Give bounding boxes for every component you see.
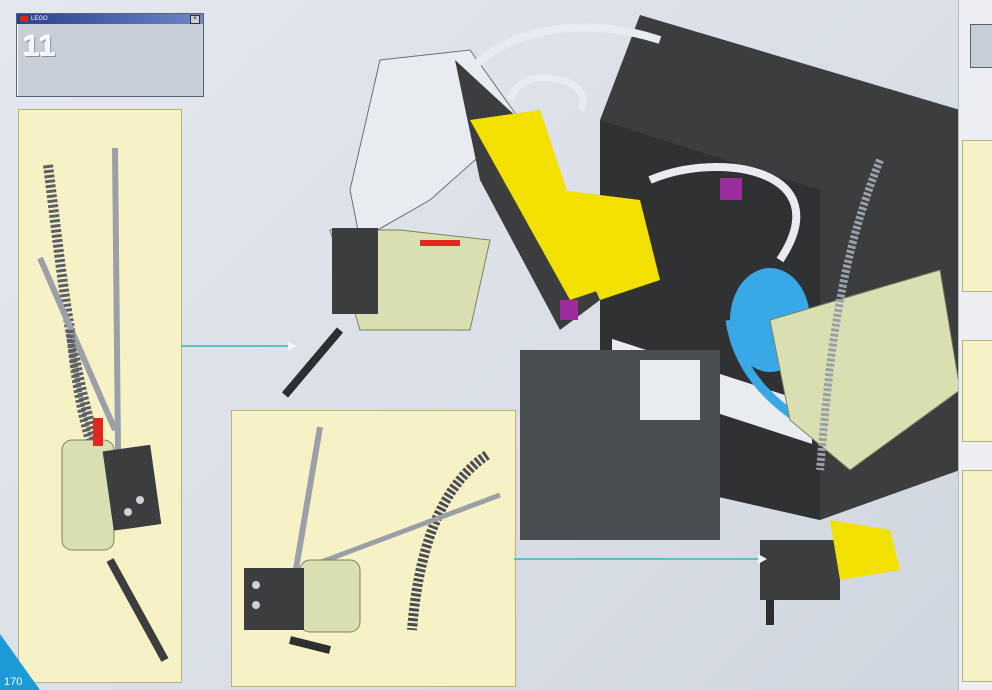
facing-page-step-window [970, 24, 992, 68]
callout-arrow-icon [181, 341, 297, 351]
titlebar-text: LEGO [31, 16, 48, 22]
page-number: 170 [4, 676, 23, 688]
step-indicator-window: LEGO × 11 [16, 13, 204, 97]
page-corner-tab [0, 634, 40, 690]
window-close-icon: × [190, 14, 200, 24]
facing-page-panel [962, 140, 992, 292]
step-number: 11 [23, 30, 57, 63]
subassembly-panel-2 [231, 410, 516, 687]
facing-page-panel [962, 340, 992, 442]
callout-arrow-icon [514, 554, 767, 564]
step-window-titlebar: LEGO × [17, 14, 203, 24]
subassembly-1-parts [37, 147, 169, 662]
main-model-parts [281, 15, 961, 625]
lego-logo-icon [20, 16, 28, 22]
facing-page-panel [962, 470, 992, 682]
subassembly-2-parts [244, 426, 501, 654]
